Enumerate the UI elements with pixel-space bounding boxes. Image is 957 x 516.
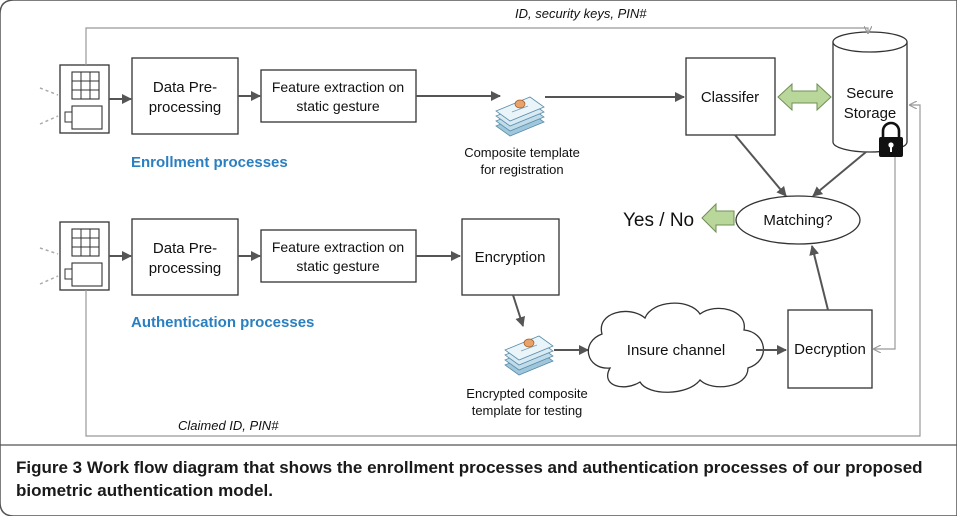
channel-label: Insure channel — [627, 342, 725, 359]
classifier-box — [685, 57, 776, 136]
auth-preprocess-line1: Data Pre- — [153, 240, 217, 257]
camera-sensor-icon — [59, 221, 110, 291]
insecure-channel-cloud — [587, 302, 765, 393]
caption-label: Figure 3 — [16, 458, 83, 477]
result-arrow-icon — [701, 202, 735, 234]
lock-icon — [879, 121, 903, 157]
encrypted-template-icon — [504, 335, 554, 376]
enroll-feature-line2: static gesture — [296, 98, 379, 114]
storage-line1: Secure — [846, 85, 894, 102]
bottom-flow-label: Claimed ID, PIN# — [178, 418, 279, 433]
enroll-preprocess-line2: processing — [149, 99, 222, 116]
storage-line2: Storage — [844, 105, 897, 122]
auth-template-line1: Encrypted composite — [466, 386, 587, 401]
enroll-preprocess-line1: Data Pre- — [153, 79, 217, 96]
top-flow-label: ID, security keys, PIN# — [515, 6, 647, 21]
matching-label: Matching? — [763, 212, 832, 229]
classifier-label: Classifer — [701, 89, 759, 106]
enroll-preprocess-box — [131, 57, 239, 135]
enroll-template-line2: for registration — [480, 162, 563, 177]
caption-text: Work flow diagram that shows the enrollm… — [16, 458, 923, 500]
decryption-label: Decryption — [794, 341, 866, 358]
enroll-feature-box — [260, 69, 417, 123]
enroll-feature-line1: Feature extraction on — [272, 79, 404, 95]
auth-template-line2: template for testing — [472, 403, 583, 418]
result-label: Yes / No — [623, 210, 694, 231]
green-double-arrow — [777, 82, 832, 112]
camera-sensor-icon — [59, 64, 110, 134]
auth-preprocess-box — [131, 218, 239, 296]
auth-feature-box — [260, 229, 417, 283]
auth-feature-line2: static gesture — [296, 258, 379, 274]
enroll-template-line1: Composite template — [464, 145, 580, 160]
authentication-process-title: Authentication processes — [131, 314, 314, 331]
encryption-label: Encryption — [475, 249, 546, 266]
composite-template-icon — [495, 96, 545, 137]
auth-feature-line1: Feature extraction on — [272, 239, 404, 255]
figure-caption: Figure 3 Work flow diagram that shows th… — [16, 456, 941, 502]
decryption-box — [787, 309, 873, 389]
encryption-box — [461, 218, 560, 296]
matching-node — [735, 195, 861, 245]
auth-preprocess-line2: processing — [149, 260, 222, 277]
enrollment-process-title: Enrollment processes — [131, 154, 288, 171]
